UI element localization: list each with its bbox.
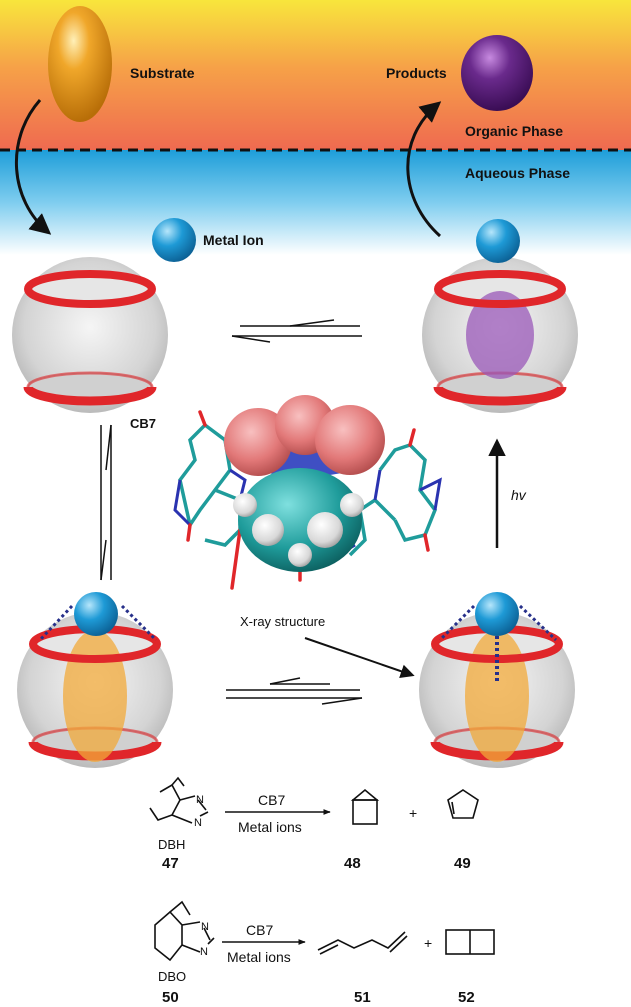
substrate-ellipsoid — [48, 6, 112, 122]
xray-label: X-ray structure — [240, 614, 325, 629]
product-exit-arrow — [406, 101, 442, 238]
dbh-structure — [149, 776, 209, 824]
dbo-name: DBO — [158, 969, 186, 984]
coordination-line — [120, 604, 158, 642]
cb7-cage-substrate-complex — [17, 612, 173, 768]
equilibrium-arrows-bottom — [226, 677, 363, 705]
metal-ion-sphere-product — [476, 219, 520, 263]
reagent-cb7-2: CB7 — [246, 922, 273, 938]
reaction-dbh: N N DBH 47 CB7 Metal ions 48 + 49 — [149, 776, 479, 872]
compound-51-structure — [317, 931, 408, 955]
cb7-cage-ternary-complex — [419, 612, 575, 768]
metal-ion-sphere-ternary — [475, 592, 519, 636]
aqueous-phase-band — [0, 150, 631, 255]
atom-n-2: N — [194, 817, 202, 829]
reagent-cb7-1: CB7 — [258, 792, 285, 808]
compound-47: 47 — [162, 855, 179, 872]
plus-1: + — [409, 805, 417, 821]
conditions-1: Metal ions — [238, 819, 302, 835]
xray-structure — [173, 395, 442, 590]
xray-arrow — [304, 637, 415, 678]
compound-50: 50 — [162, 989, 179, 1006]
substrate-label: Substrate — [130, 65, 195, 81]
compound-49: 49 — [454, 855, 471, 872]
cb7-cage-product-complex — [422, 257, 578, 413]
coordination-line — [518, 604, 558, 642]
atom-n-3: N — [201, 921, 209, 933]
compound-48-structure — [350, 788, 380, 825]
products-label: Products — [386, 65, 447, 81]
plus-2: + — [424, 935, 432, 951]
compound-51: 51 — [354, 989, 371, 1006]
substrate-entry-arrow — [14, 99, 52, 235]
metal-ion-label: Metal Ion — [203, 232, 264, 248]
compound-48: 48 — [344, 855, 361, 872]
coordination-line — [38, 604, 74, 642]
coordination-line — [438, 604, 476, 642]
metal-ion-sphere-substrate — [74, 592, 118, 636]
hv-label: hv — [511, 487, 527, 503]
metal-ion-sphere — [152, 218, 196, 262]
cb7-cage-empty — [12, 257, 168, 413]
dbh-name: DBH — [158, 837, 185, 852]
equilibrium-arrows-top — [231, 319, 362, 343]
atom-n-1: N — [196, 794, 204, 806]
compound-52: 52 — [458, 989, 475, 1006]
conditions-2: Metal ions — [227, 949, 291, 965]
cb7-label: CB7 — [130, 416, 156, 431]
compound-49-structure — [447, 789, 479, 819]
aqueous-phase-label: Aqueous Phase — [465, 165, 570, 181]
atom-n-4: N — [200, 946, 208, 958]
reaction-dbo: N N DBO 50 CB7 Metal ions 51 + 52 — [154, 900, 495, 1006]
product-sphere — [461, 35, 533, 111]
compound-52-structure — [445, 929, 495, 955]
organic-phase-label: Organic Phase — [465, 123, 563, 139]
dbo-structure — [154, 900, 215, 962]
equilibrium-arrows-left — [100, 424, 112, 581]
